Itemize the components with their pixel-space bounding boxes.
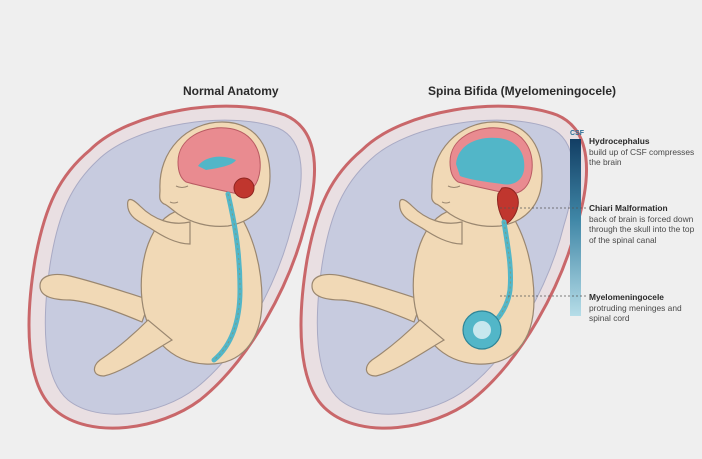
annotation-chiari: Chiari Malformation back of brain is for…: [589, 203, 701, 245]
csf-scale-label: CSF: [570, 130, 584, 137]
normal-fetus-figure: [27, 104, 316, 430]
normal-ventricle: [198, 156, 236, 170]
sb-chiari-herniation: [497, 187, 519, 225]
spina-bifida-fetus-figure: [299, 104, 588, 430]
annotation-description: back of brain is forced down through the…: [589, 213, 695, 245]
annotation-myelomeningocele: Myelomeningocele protruding meninges and…: [589, 292, 701, 324]
annotation-heading: Chiari Malformation: [589, 203, 668, 213]
annotation-description: protruding meninges and spinal cord: [589, 302, 682, 324]
annotation-hydrocephalus: Hydrocephalus build up of CSF compresses…: [589, 136, 701, 168]
csf-scale-bar: [570, 139, 581, 316]
annotation-heading: Hydrocephalus: [589, 136, 650, 146]
sb-enlarged-ventricles: [456, 137, 525, 185]
annotation-heading: Myelomeningocele: [589, 292, 664, 302]
normal-cerebellum: [233, 177, 255, 199]
annotation-description: build up of CSF compresses the brain: [589, 146, 695, 168]
normal-anatomy-title: Normal Anatomy: [183, 84, 279, 98]
spina-bifida-title: Spina Bifida (Myelomeningocele): [428, 84, 617, 98]
